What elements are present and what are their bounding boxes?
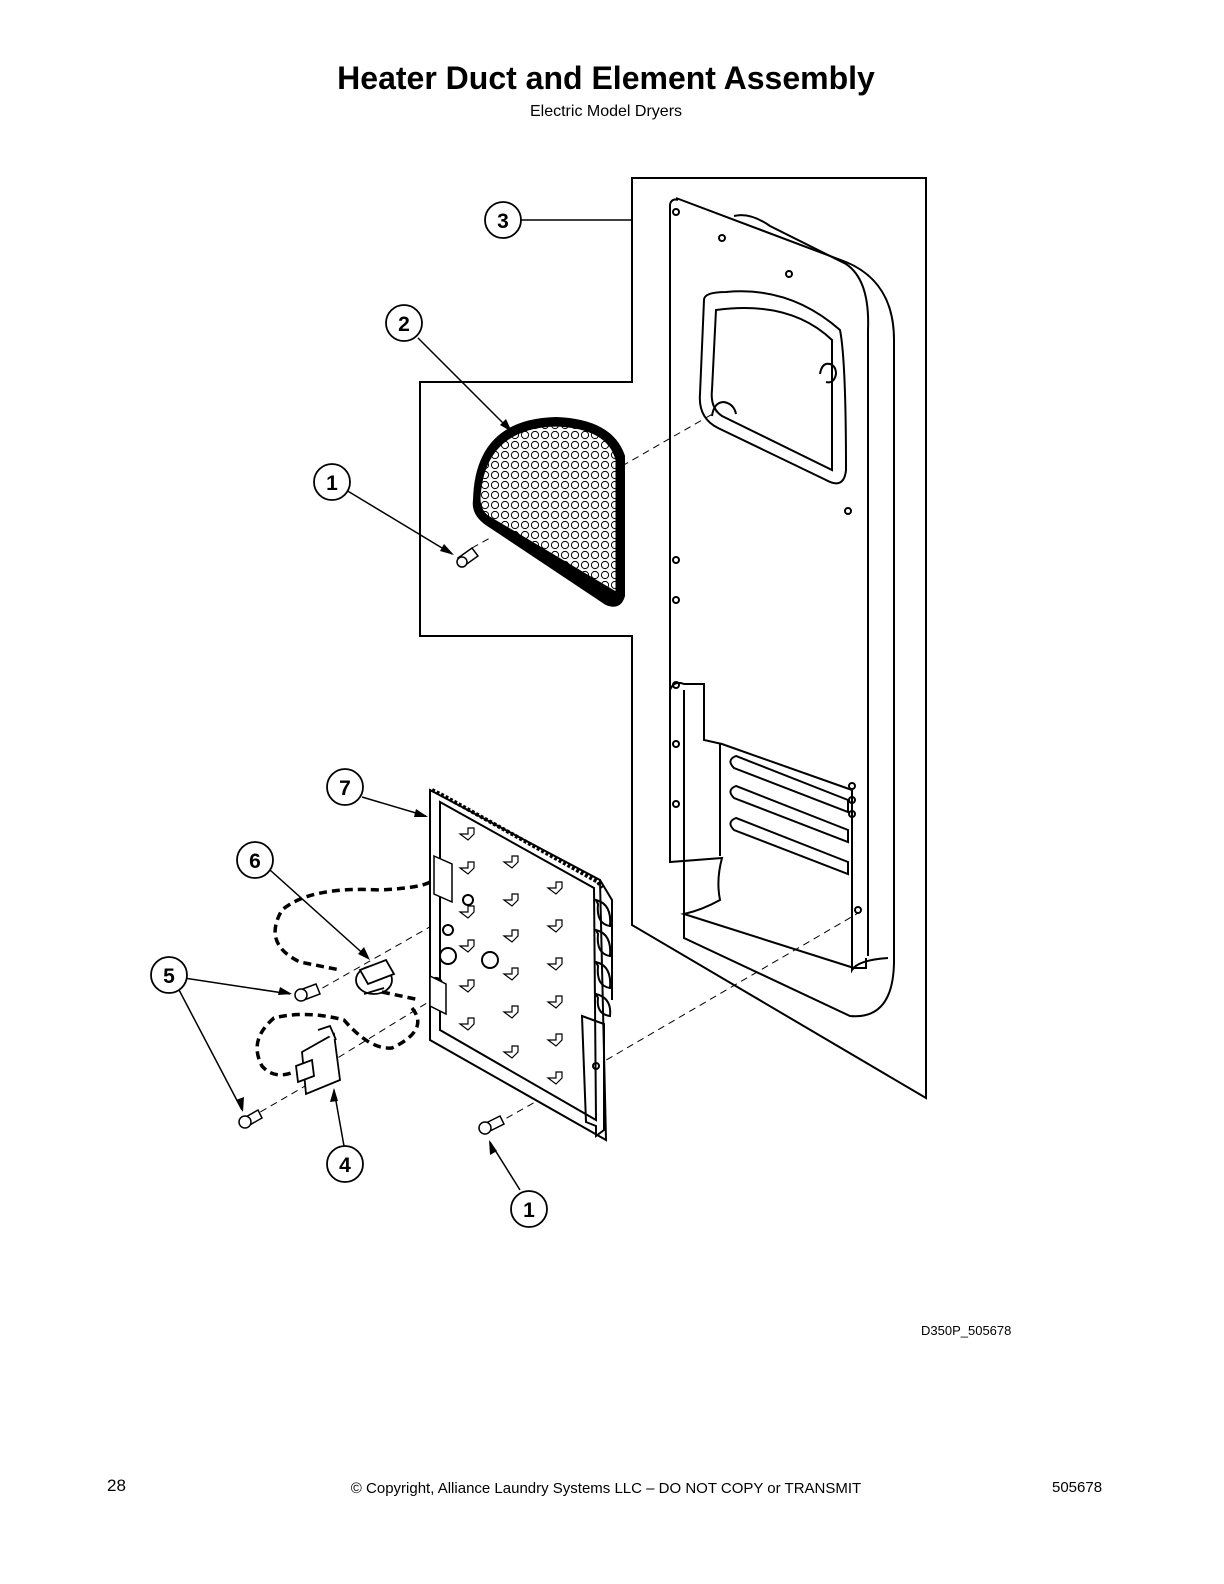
svg-text:5: 5: [163, 965, 175, 988]
heater-element: [429, 788, 613, 1142]
screw-5-upper: [294, 983, 321, 1002]
svg-text:4: 4: [339, 1154, 351, 1177]
screw-5-lower: [238, 1108, 263, 1129]
svg-text:3: 3: [497, 210, 509, 233]
leader-arrowheads: [236, 419, 512, 1155]
svg-text:6: 6: [249, 850, 261, 873]
svg-text:1: 1: [326, 472, 338, 495]
callout-5: 5: [150, 956, 188, 994]
callout-2: 2: [385, 304, 423, 342]
svg-text:2: 2: [398, 313, 410, 336]
thermostat: [355, 958, 396, 995]
screw-1-upper: [456, 546, 480, 568]
page-number: 28: [107, 1476, 126, 1495]
svg-text:1: 1: [523, 1199, 535, 1222]
drawing-code: D350P_505678: [921, 1323, 1012, 1338]
lint-screen: [472, 416, 625, 607]
callout-1-lower: 1: [510, 1190, 548, 1228]
callout-3: 3: [484, 201, 522, 239]
document-number: 505678: [1052, 1479, 1103, 1496]
page-title: Heater Duct and Element Assembly: [337, 60, 875, 96]
heater-duct: [669, 197, 895, 1018]
callout-4: 4: [326, 1145, 364, 1183]
callouts: 3 2 1 7 6 5 4 1: [150, 201, 548, 1228]
hi-limit-thermostat: [295, 1024, 341, 1096]
copyright-notice: © Copyright, Alliance Laundry Systems LL…: [350, 1480, 862, 1497]
callout-7: 7: [326, 768, 364, 806]
wire-harness: [255, 880, 431, 1077]
callout-6: 6: [236, 841, 274, 879]
callout-1-upper: 1: [313, 463, 351, 501]
screw-1-lower: [478, 1114, 506, 1135]
assembly-backdrop-outline: [419, 177, 927, 1100]
svg-text:7: 7: [339, 777, 351, 800]
page-subtitle: Electric Model Dryers: [529, 103, 683, 120]
